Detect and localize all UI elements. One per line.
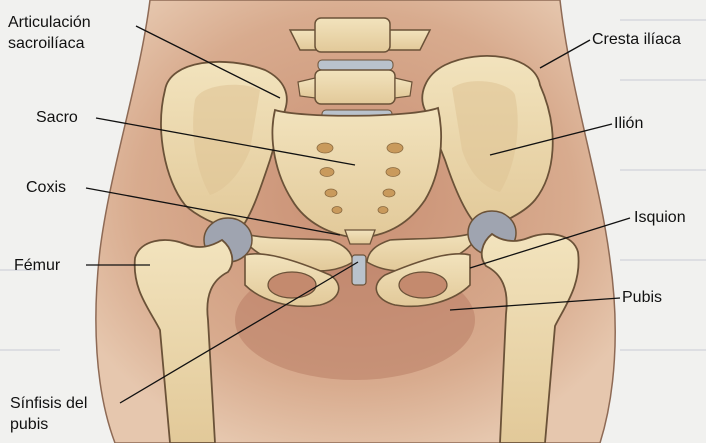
label-sinfisis-line2: pubis: [10, 414, 87, 435]
label-femur: Fémur: [14, 256, 60, 276]
label-pubis: Pubis: [622, 288, 662, 308]
label-sacro: Sacro: [36, 108, 78, 128]
label-articulacion-sacroiliaca: Articulación sacroilíaca: [8, 12, 91, 54]
label-isquion: Isquion: [634, 208, 686, 228]
label-ilion: Ilión: [614, 114, 643, 134]
label-sinfisis-del-pubis: Sínfisis del pubis: [10, 393, 87, 435]
label-articulacion-line1: Articulación: [8, 12, 91, 33]
label-sinfisis-line1: Sínfisis del: [10, 393, 87, 414]
label-coxis: Coxis: [26, 178, 66, 198]
label-cresta-iliaca: Cresta ilíaca: [592, 30, 681, 50]
coccyx: [345, 230, 375, 244]
pubic-symphysis: [352, 255, 366, 285]
label-articulacion-line2: sacroilíaca: [8, 33, 91, 54]
